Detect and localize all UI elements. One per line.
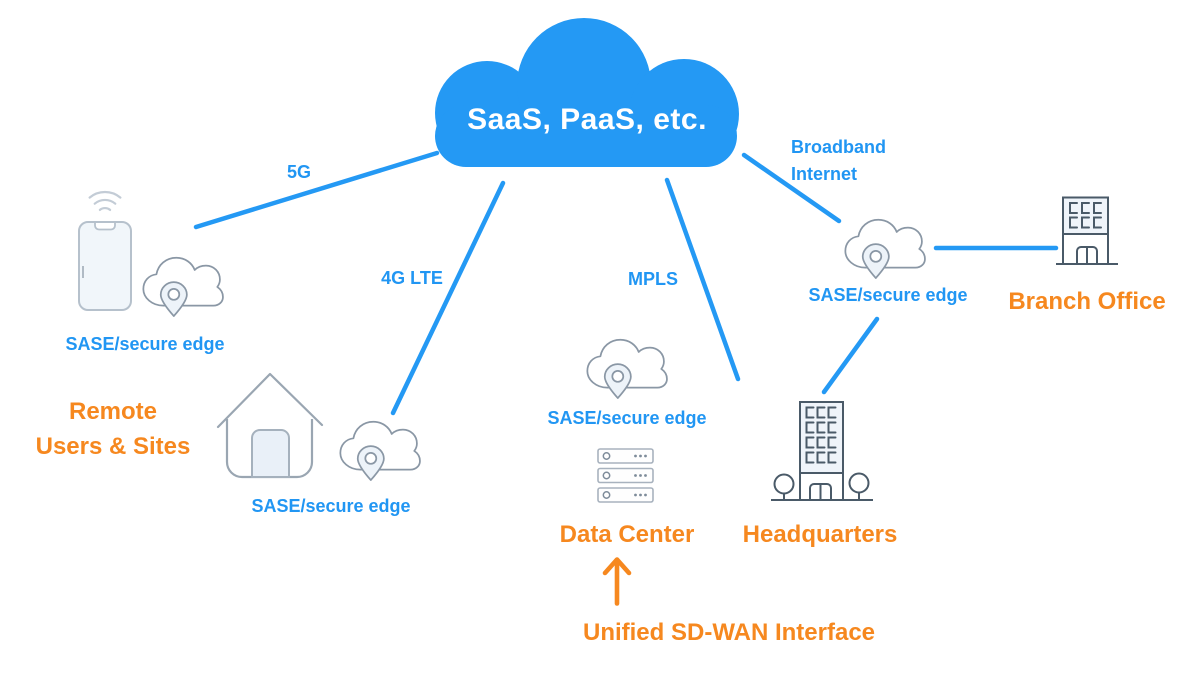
small-building-icon	[1056, 196, 1118, 266]
link-4g-lte-line	[390, 180, 506, 416]
server-stack-icon	[597, 448, 655, 504]
sase-edge-label-phone: SASE/secure edge	[65, 334, 225, 354]
saas-cloud-label: SaaS, PaaS, etc.	[467, 103, 707, 136]
saas-cloud-icon	[432, 15, 742, 167]
remote-label-line1: Remote	[68, 398, 158, 425]
remote-users-sites-label: Remote Users & Sites	[36, 394, 191, 464]
smartphone-wifi-icon	[72, 182, 138, 312]
sase-edge-label-house: SASE/secure edge	[251, 496, 411, 516]
link-mpls-label: MPLS	[627, 269, 679, 289]
up-arrow-icon	[600, 554, 634, 606]
house-icon	[215, 370, 325, 482]
sase-edge-label-branch: SASE/secure edge	[808, 285, 968, 305]
link-4g-lte-label: 4G LTE	[381, 268, 443, 288]
link-hq-to-edge-line	[821, 316, 880, 395]
sase-edge-icon-house	[339, 420, 421, 482]
link-broadband-label: Broadband Internet	[791, 134, 886, 188]
branch-office-label: Branch Office	[1008, 288, 1166, 315]
broadband-label-line1: Broadband	[791, 137, 887, 157]
sase-edge-icon-phone	[142, 256, 224, 318]
link-mpls-line	[664, 177, 741, 382]
sase-edge-label-datacenter: SASE/secure edge	[547, 408, 707, 428]
headquarters-label: Headquarters	[742, 521, 898, 548]
link-5g-label: 5G	[286, 162, 312, 182]
unified-sdwan-label: Unified SD-WAN Interface	[582, 619, 876, 646]
remote-label-line2: Users & Sites	[35, 433, 191, 460]
link-broadband-line	[741, 152, 842, 224]
broadband-label-line2: Internet	[791, 164, 858, 184]
data-center-label: Data Center	[559, 521, 695, 548]
sase-edge-icon-branch	[844, 218, 926, 280]
sase-edge-icon-datacenter	[586, 338, 668, 400]
office-building-icon	[770, 400, 874, 502]
link-5g-line	[193, 150, 440, 230]
